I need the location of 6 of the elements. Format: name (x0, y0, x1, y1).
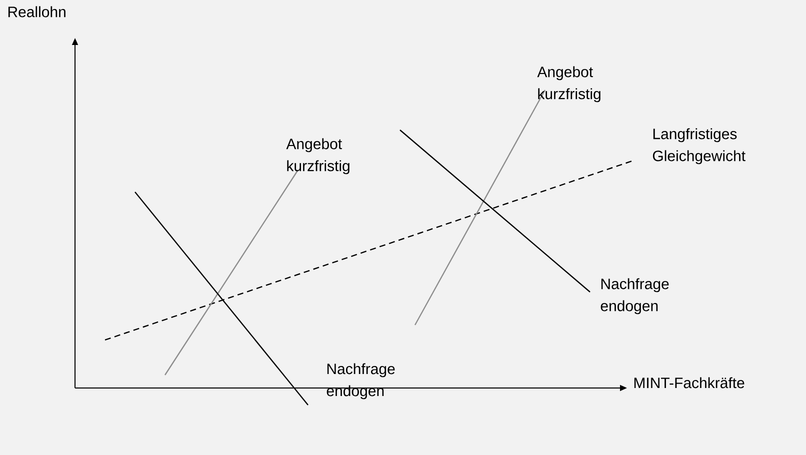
curve-label: Nachfrage endogen (600, 278, 669, 314)
axis-label: Reallohn (8, 6, 66, 18)
curve-label: Angebot kurzfristig (286, 138, 350, 174)
curve-label: Langfristiges Gleichgewicht (652, 128, 746, 164)
curve-label: Angebot kurzfristig (537, 66, 600, 102)
axis-label: MINT-Fachkräfte (634, 377, 744, 388)
